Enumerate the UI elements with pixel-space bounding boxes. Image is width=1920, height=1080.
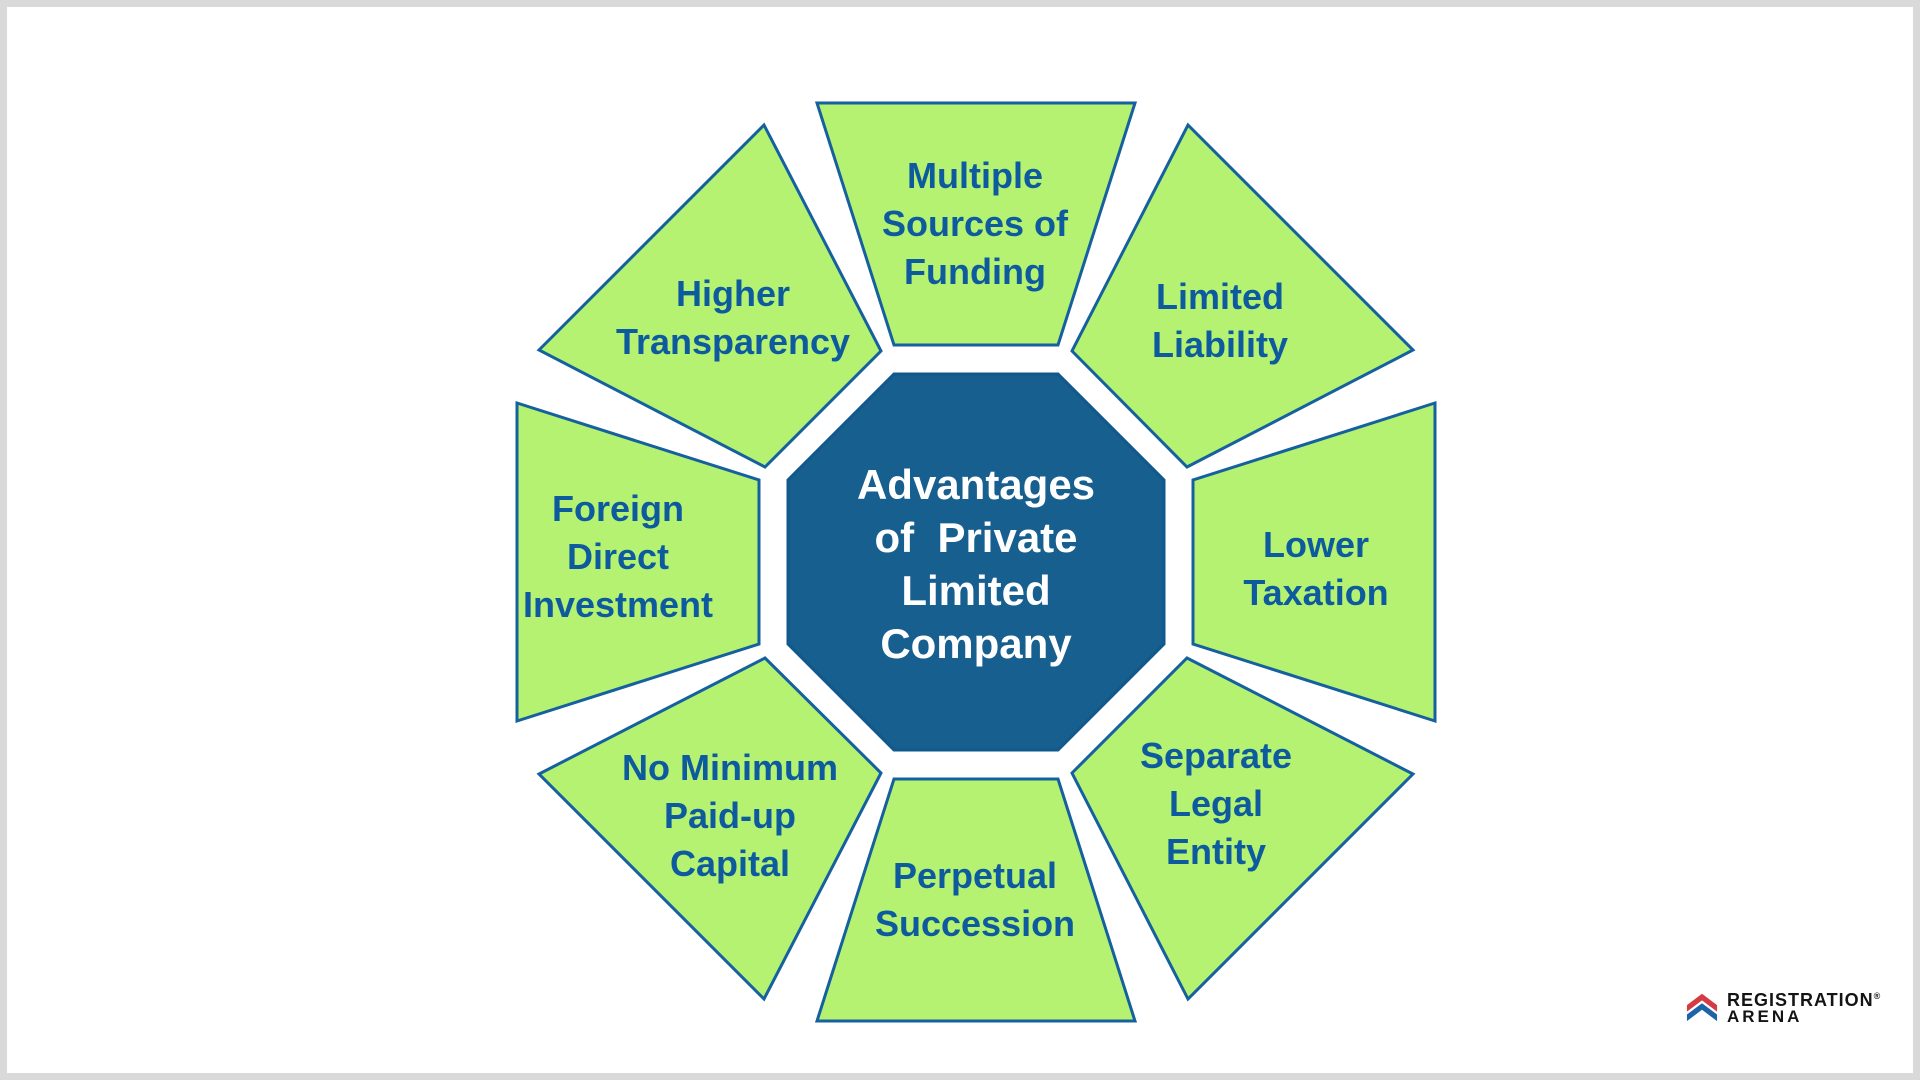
center-title: Advantages of Private Limited Company xyxy=(856,461,1096,667)
logo-text-arena: ARENA xyxy=(1727,1007,1803,1026)
logo-text-registration: REGISTRATION® xyxy=(1727,990,1881,1010)
registration-arena-logo: REGISTRATION® ARENA xyxy=(1686,988,1880,1025)
petal-shape-lower-taxation xyxy=(1191,400,1437,724)
petal-shape-perpetual-succession xyxy=(814,777,1138,1023)
center-octagon-shape xyxy=(786,372,1166,752)
logo-chevron-icon xyxy=(1686,993,1718,1022)
registered-trademark-symbol: ® xyxy=(1873,991,1881,1001)
petal-shape-separate-legal-entity xyxy=(1070,656,1416,1002)
petal-label-perpetual-succession: Perpetual Succession xyxy=(874,855,1076,944)
petal-label-higher-transparency: Higher Transparency xyxy=(615,273,851,362)
logo-text-block: REGISTRATION® ARENA xyxy=(1727,988,1880,1025)
petal-shape-multiple-sources-of-funding xyxy=(814,101,1138,347)
petal-label-multiple-sources-of-funding: Multiple Sources of Funding xyxy=(881,155,1069,292)
petal-label-no-minimum-paid-up-capital: No Minimum Paid-up Capital xyxy=(622,747,838,884)
petal-shape-limited-liability xyxy=(1070,122,1416,469)
petal-label-separate-legal-entity: Separate Legal Entity xyxy=(1139,735,1293,872)
petal-shape-foreign-direct-investment xyxy=(515,400,761,724)
petal-label-foreign-direct-investment: Foreign Direct Investment xyxy=(522,488,714,625)
petal-label-lower-taxation: Lower Taxation xyxy=(1243,524,1389,613)
petal-shape-no-minimum-paid-up-capital xyxy=(536,656,883,1002)
petal-shape-higher-transparency xyxy=(536,122,883,469)
petal-label-limited-liability: Limited Liability xyxy=(1151,276,1289,365)
